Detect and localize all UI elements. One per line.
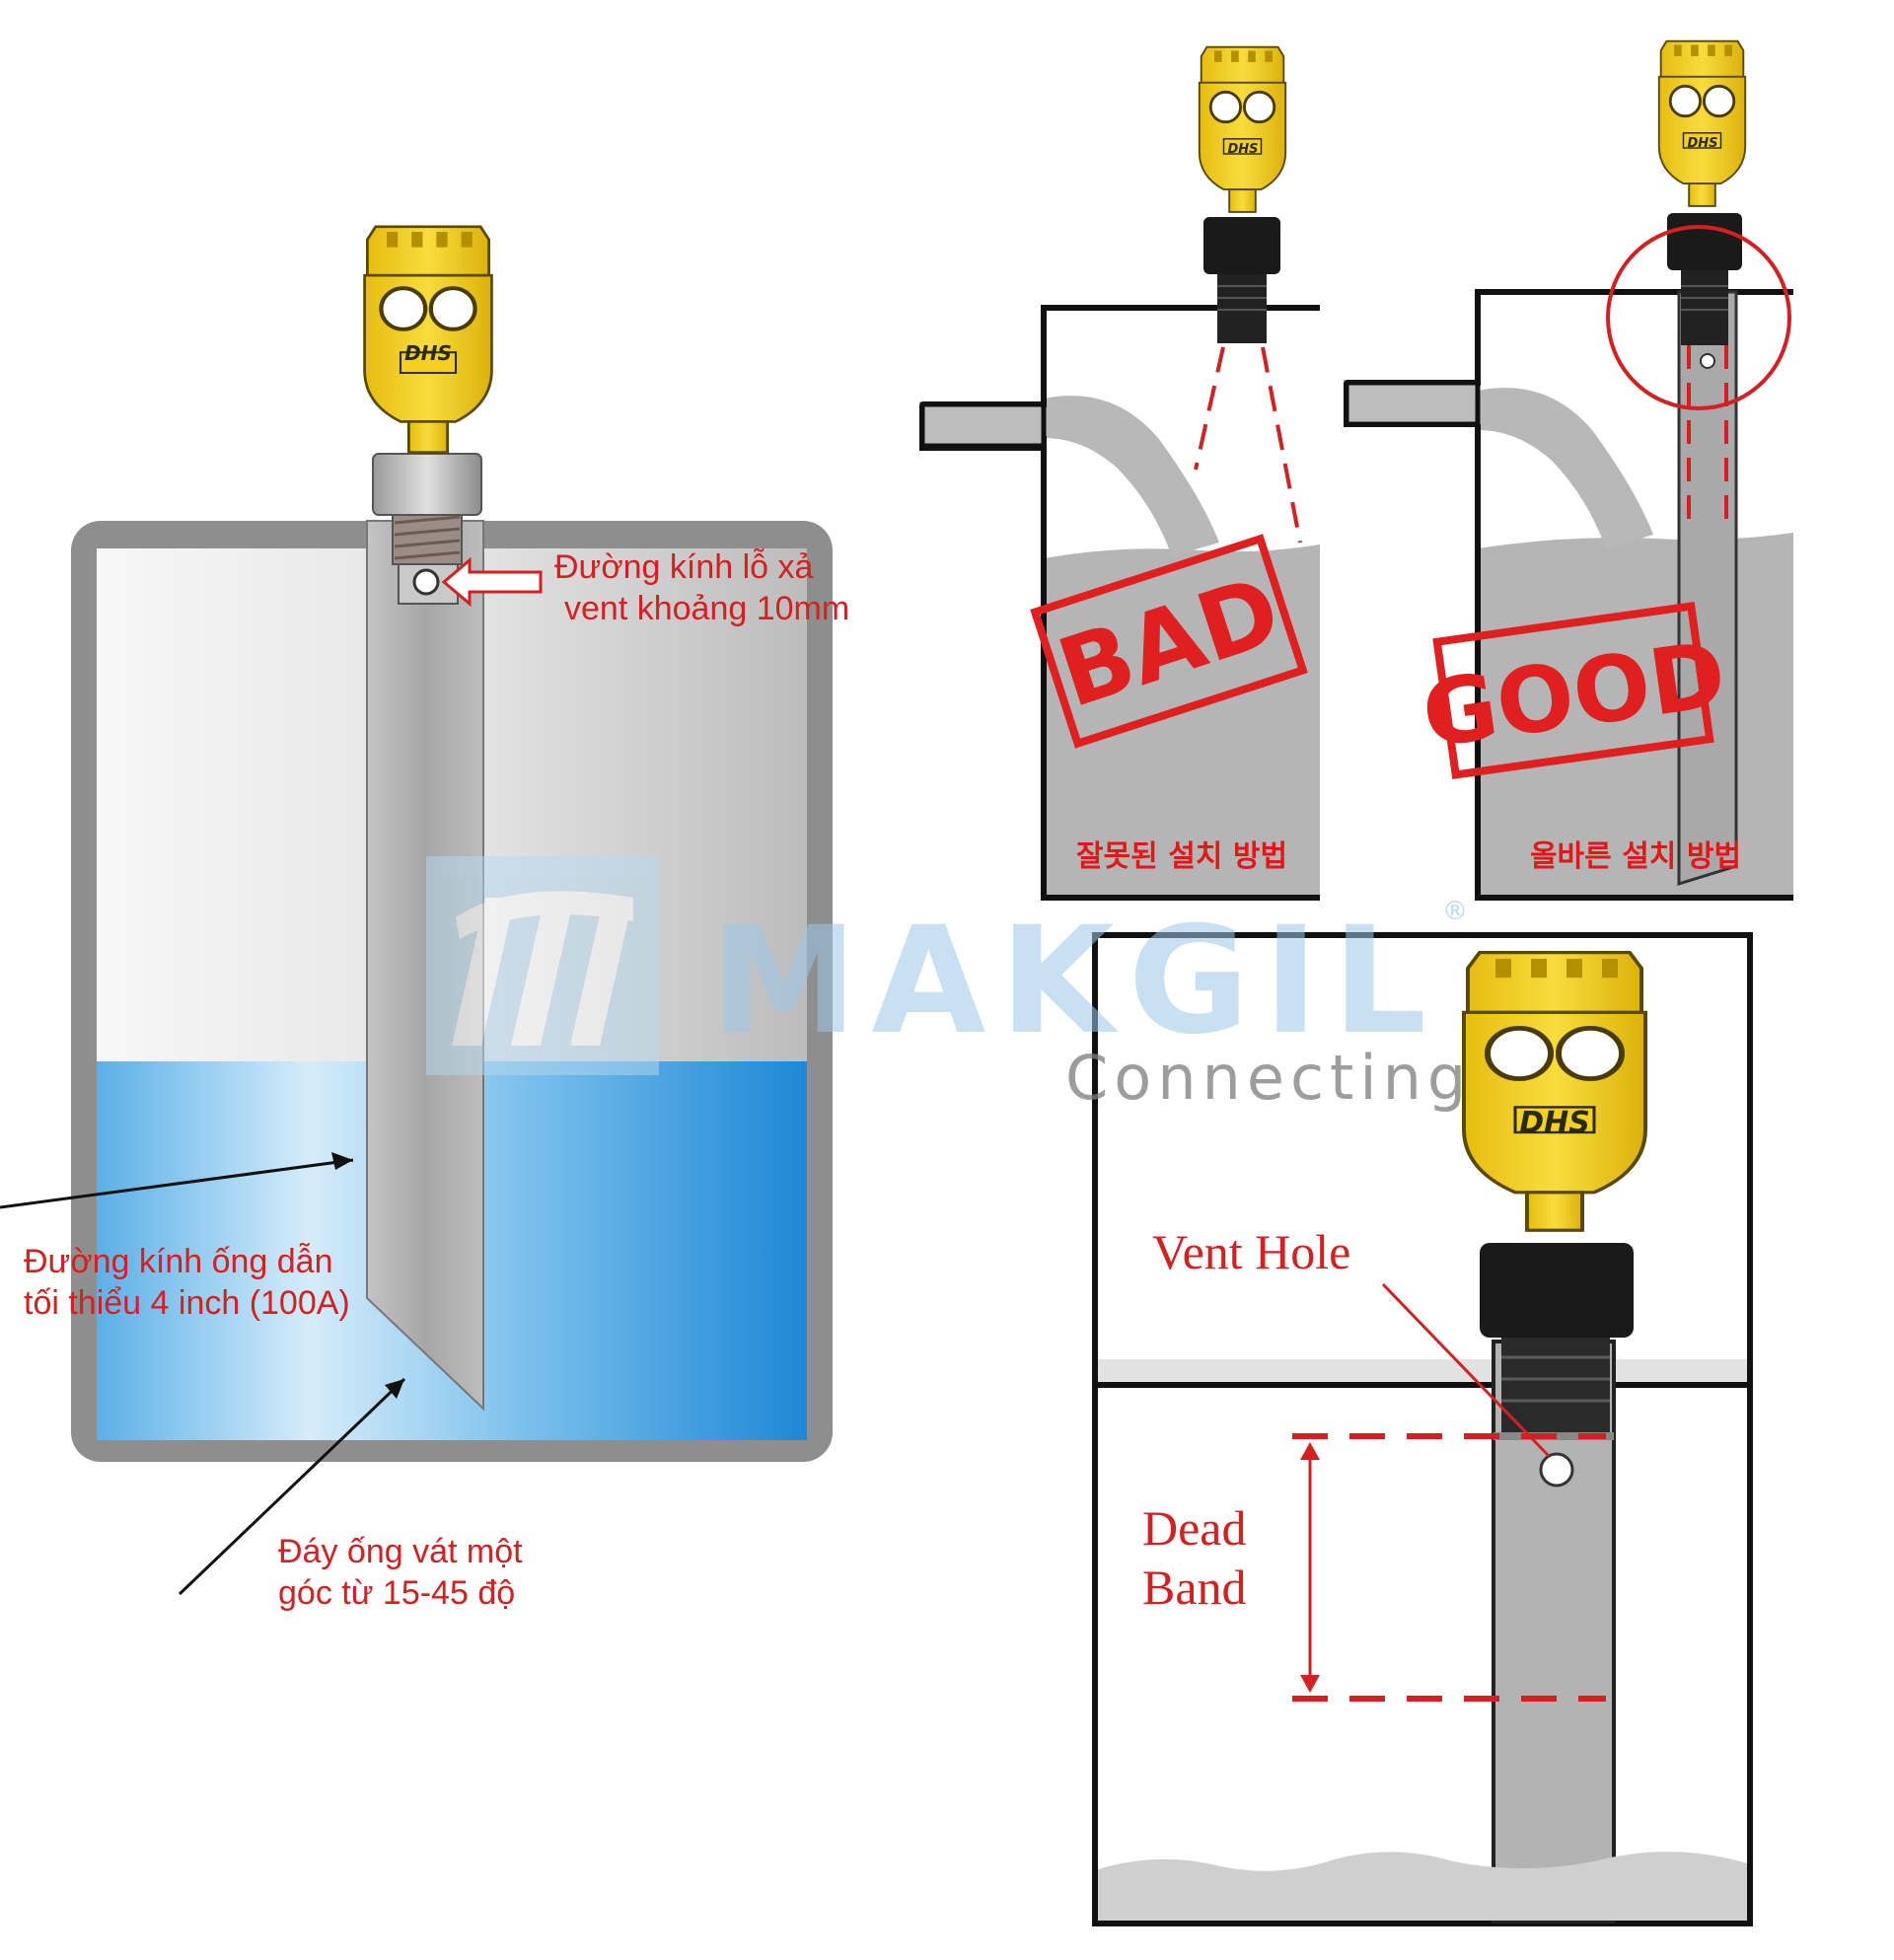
good-inflow [1478,388,1653,548]
pipe-bottom-arrow [178,1377,406,1596]
hex-nut [372,453,482,516]
watermark-logo-mark [426,856,659,1075]
brand-logo-dead-band: DHS [1519,1106,1590,1140]
pipe-bottom-callout: Đáy ống vát một góc từ 15-45 độ [178,1377,523,1612]
vent-hole-label: Vent Hole [1152,1224,1350,1279]
vent-diameter-callout: Đường kính lỗ xả vent khoảng 10mm [441,548,849,627]
bad-liquid [1044,544,1320,900]
watermark-registered: ® [1442,897,1468,926]
watermark-name: MAKGIL [710,896,1440,1067]
bad-caption: 잘못된 설치 방법 [1076,839,1287,874]
watermark-tagline: Connecting [1065,1042,1472,1114]
pipe-diameter-callout: Đường kính ống dẫn tối thiểu 4 inch (100… [0,1152,354,1322]
good-installation-panel: DHS GOOD 올바른 설치 방법 [1344,39,1793,901]
brand-logo-left: DHS [404,341,452,365]
good-inlet-pipe [1344,380,1481,427]
good-highlight-circle [1606,225,1791,410]
pipe-diameter-label-line2: tối thiểu 4 inch (100A) [24,1284,350,1322]
bad-inlet-pipe [919,401,1047,449]
dead-band-panel: DHS Vent Hole Dead Band [1092,932,1753,1926]
good-stilling-pipe [1677,290,1738,887]
brand-logo-bad: DHS [1227,142,1258,157]
vent-hole [412,568,440,596]
dead-band-vent-hole [1539,1452,1574,1488]
pipe-bottom-label-line1: Đáy ống vát một [278,1533,523,1570]
pipe-diameter-label-line1: Đường kính ống dẫn [24,1243,333,1280]
vent-diameter-label-line2: vent khoảng 10mm [564,590,849,627]
watermark: MAKGIL ® Connecting [426,856,1472,1114]
bad-inflow [1044,396,1219,556]
sensor-dead-band: DHS [1464,953,1645,1231]
vent-callout-arrow [441,556,543,608]
bad-installation-panel: DHS BAD 잘못된 설치 방법 [919,45,1320,901]
dead-band-label-line1: Dead [1142,1500,1247,1556]
good-caption: 올바른 설치 방법 [1530,839,1741,874]
pipe-diameter-arrow [0,1158,354,1209]
sensor-left: DHS [365,227,492,453]
sensor-good: DHS [1657,39,1747,208]
sensor-bad: DHS [1198,45,1287,214]
vent-diameter-label-line1: Đường kính lỗ xả [554,548,813,586]
dead-band-label-line2: Band [1142,1560,1247,1615]
pipe-bottom-label-line2: góc từ 15-45 độ [278,1574,515,1612]
brand-logo-good: DHS [1687,136,1717,151]
